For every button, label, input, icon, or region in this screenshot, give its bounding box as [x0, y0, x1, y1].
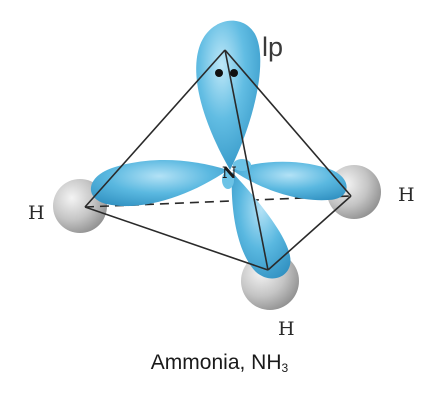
lone-pair-label: lp: [262, 32, 283, 62]
lone-pair-orbital-lobe: [196, 20, 261, 170]
tetrahedron-edges: [84, 49, 352, 271]
orbital-lobe-right: [232, 161, 347, 201]
lone-pair-electron: [215, 69, 223, 77]
hydrogen-label-left: H: [28, 202, 45, 224]
caption-name: Ammonia,: [150, 351, 252, 374]
caption-formula: NH: [251, 351, 282, 374]
orbital-lobe-left: [90, 159, 228, 207]
orbital-lobe-bottom: [231, 172, 291, 279]
lone-pair-electron: [230, 69, 238, 77]
figure-caption: Ammonia, NH3: [0, 351, 439, 375]
nitrogen-label: N: [222, 163, 237, 182]
hydrogen-label-right: H: [398, 184, 415, 206]
hydrogen-label-bottom: H: [278, 318, 295, 340]
orbital-back-lobe-bottom: [222, 171, 234, 189]
caption-formula-subscript: 3: [281, 361, 289, 375]
